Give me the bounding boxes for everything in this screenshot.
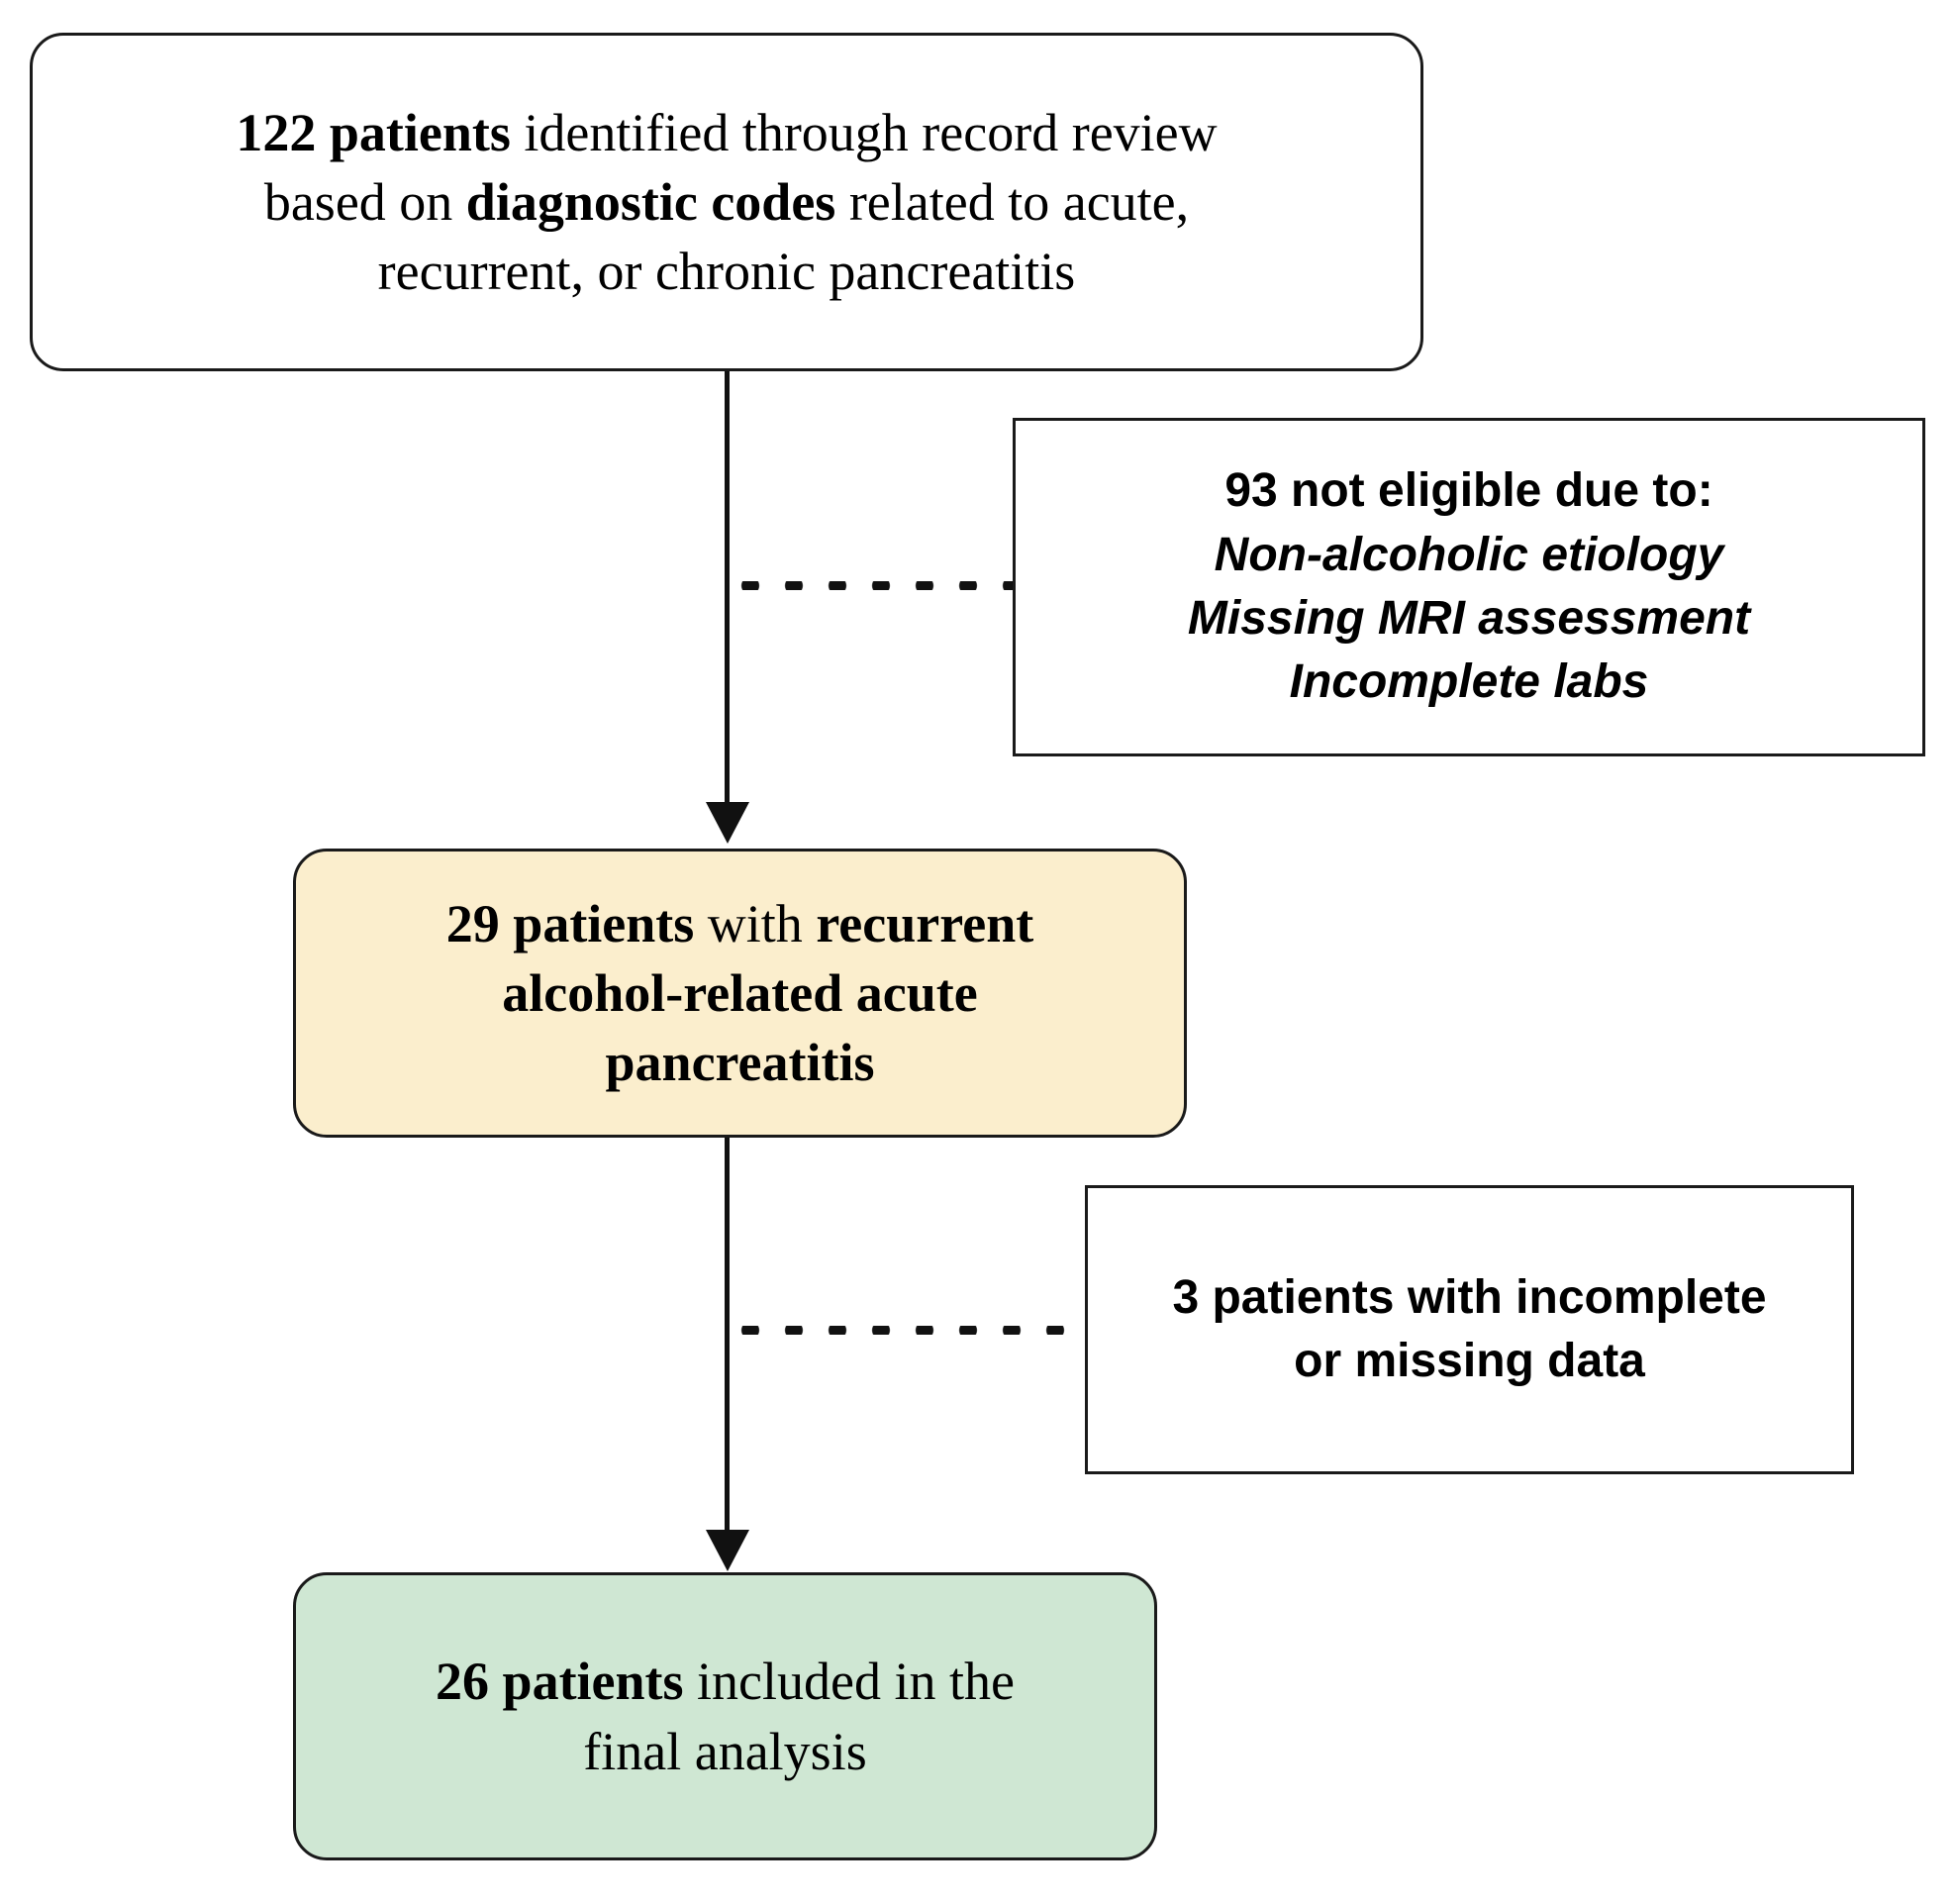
incomplete-data-line1-bold: incomplete [1515,1270,1767,1324]
node-not-eligible-text: 93 not eligible due to: Non-alcoholic et… [1016,459,1922,714]
cohort-line3: pancreatitis [605,1033,875,1093]
records-identified-line2-rest: related to acute, [835,171,1190,232]
cohort-count: 29 patients [445,893,695,953]
node-records-identified-text: 122 patients identified through record r… [33,98,1420,307]
not-eligible-reason-3: Incomplete labs [1289,655,1649,709]
connector-screened-to-cohort-line [725,371,730,807]
connector-screened-to-excluded-eligibility-dotted [729,581,1016,590]
final-line2: final analysis [583,1721,867,1781]
connector-cohort-to-final-arrowhead [706,1530,749,1571]
not-eligible-reason-1: Non-alcoholic etiology [1214,528,1724,581]
incomplete-data-line2: or missing data [1294,1335,1645,1387]
node-included-in-final-analysis: 26 patients included in the final analys… [293,1572,1157,1860]
records-identified-line1-rest: identified through record review [510,102,1218,162]
not-eligible-heading: 93 not eligible due to: [1224,464,1713,518]
connector-screened-to-cohort-arrowhead [706,802,749,844]
final-count: 26 patients [436,1652,684,1712]
records-identified-line3: recurrent, or chronic pancreatitis [377,242,1076,302]
not-eligible-reason-2: Missing MRI assessment [1187,592,1751,645]
node-incomplete-or-missing-data: 3 patients with incomplete or missing da… [1085,1185,1854,1474]
connector-cohort-to-excluded-data-dotted [729,1326,1087,1335]
node-final-text: 26 patients included in the final analys… [296,1647,1154,1785]
records-identified-diagnostic-codes: diagnostic codes [465,171,836,232]
node-incomplete-data-text: 3 patients with incomplete or missing da… [1088,1266,1851,1394]
connector-cohort-to-final-line [725,1138,730,1551]
cohort-line2: alcohol-related acute [502,962,978,1023]
node-cohort-text: 29 patients with recurrent alcohol-relat… [296,889,1184,1098]
node-records-identified: 122 patients identified through record r… [30,33,1423,371]
records-identified-line2-pre: based on [263,171,466,232]
incomplete-data-count: 3 patients with [1172,1270,1516,1324]
cohort-recurrent: recurrent [816,893,1034,953]
node-recurrent-alcohol-related-acute-pancreatitis: 29 patients with recurrent alcohol-relat… [293,849,1187,1138]
node-not-eligible: 93 not eligible due to: Non-alcoholic et… [1013,418,1925,756]
cohort-line1-mid: with [694,893,817,953]
records-identified-count: 122 patients [236,102,511,162]
final-line1-rest: included in the [683,1652,1015,1712]
